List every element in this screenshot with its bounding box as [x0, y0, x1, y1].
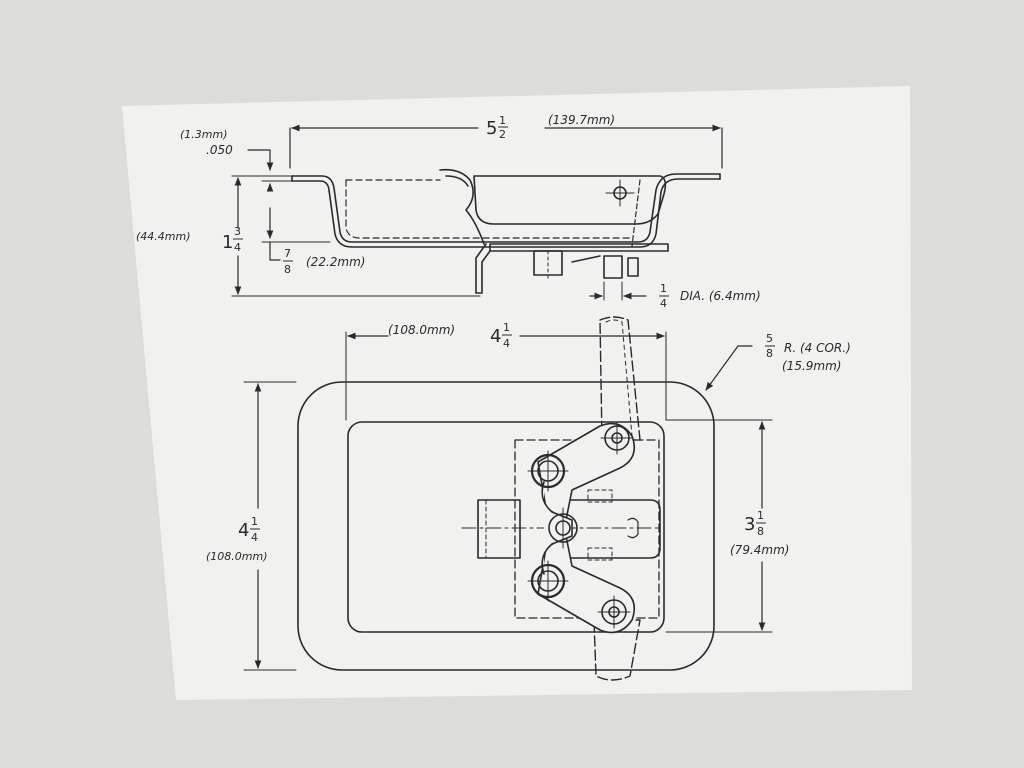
svg-text:8: 8 — [766, 347, 773, 360]
svg-text:1: 1 — [503, 321, 510, 334]
svg-text:(79.4mm): (79.4mm) — [730, 543, 789, 557]
svg-text:(108.0mm): (108.0mm) — [206, 550, 268, 563]
side-section-view — [231, 124, 723, 301]
svg-text:(15.9mm): (15.9mm) — [782, 359, 841, 373]
svg-text:1: 1 — [499, 114, 506, 127]
svg-text:(108.0mm): (108.0mm) — [388, 323, 455, 337]
svg-text:4: 4 — [503, 337, 510, 350]
lower-depth-label: 7 8 (22.2mm) — [283, 247, 365, 276]
svg-text:DIA. (6.4mm): DIA. (6.4mm) — [680, 289, 761, 303]
svg-text:4: 4 — [251, 531, 258, 544]
pin-diameter-label: 1 4 DIA. (6.4mm) — [659, 282, 761, 310]
flange-thickness-label: (1.3mm) .050 — [180, 128, 233, 157]
svg-text:2: 2 — [499, 128, 506, 141]
svg-text:.050: .050 — [206, 143, 233, 157]
svg-text:(139.7mm): (139.7mm) — [548, 113, 615, 127]
svg-text:4: 4 — [234, 241, 241, 254]
flange-width-label: (108.0mm) 4 1 4 — [388, 321, 512, 350]
svg-text:4: 4 — [238, 520, 249, 541]
svg-text:8: 8 — [284, 263, 291, 276]
paper-sheet — [122, 86, 912, 700]
svg-text:4: 4 — [490, 326, 501, 347]
svg-text:(1.3mm): (1.3mm) — [180, 128, 228, 141]
svg-text:1: 1 — [757, 509, 764, 522]
svg-text:1: 1 — [222, 232, 233, 253]
corner-radius-label: 5 8 R. (4 COR.) (15.9mm) — [765, 332, 851, 373]
svg-text:3: 3 — [744, 514, 755, 535]
svg-text:7: 7 — [284, 247, 291, 260]
svg-text:3: 3 — [234, 225, 241, 238]
svg-text:1: 1 — [251, 515, 258, 528]
recess-height-label: 3 1 8 (79.4mm) — [730, 509, 789, 557]
svg-text:1: 1 — [660, 282, 667, 295]
svg-text:(44.4mm): (44.4mm) — [136, 230, 191, 243]
overall-width-label: 5 1 2 (139.7mm) — [486, 113, 615, 141]
plan-view — [243, 316, 773, 681]
overall-height-label: 4 1 4 (108.0mm) — [206, 515, 268, 563]
svg-text:8: 8 — [757, 525, 764, 538]
svg-text:5: 5 — [486, 118, 497, 139]
svg-text:R. (4 COR.): R. (4 COR.) — [784, 341, 851, 355]
depth-label: (44.4mm) 1 3 4 — [136, 225, 243, 254]
svg-text:5: 5 — [766, 332, 773, 345]
svg-text:4: 4 — [660, 297, 667, 310]
svg-text:(22.2mm): (22.2mm) — [306, 255, 365, 269]
